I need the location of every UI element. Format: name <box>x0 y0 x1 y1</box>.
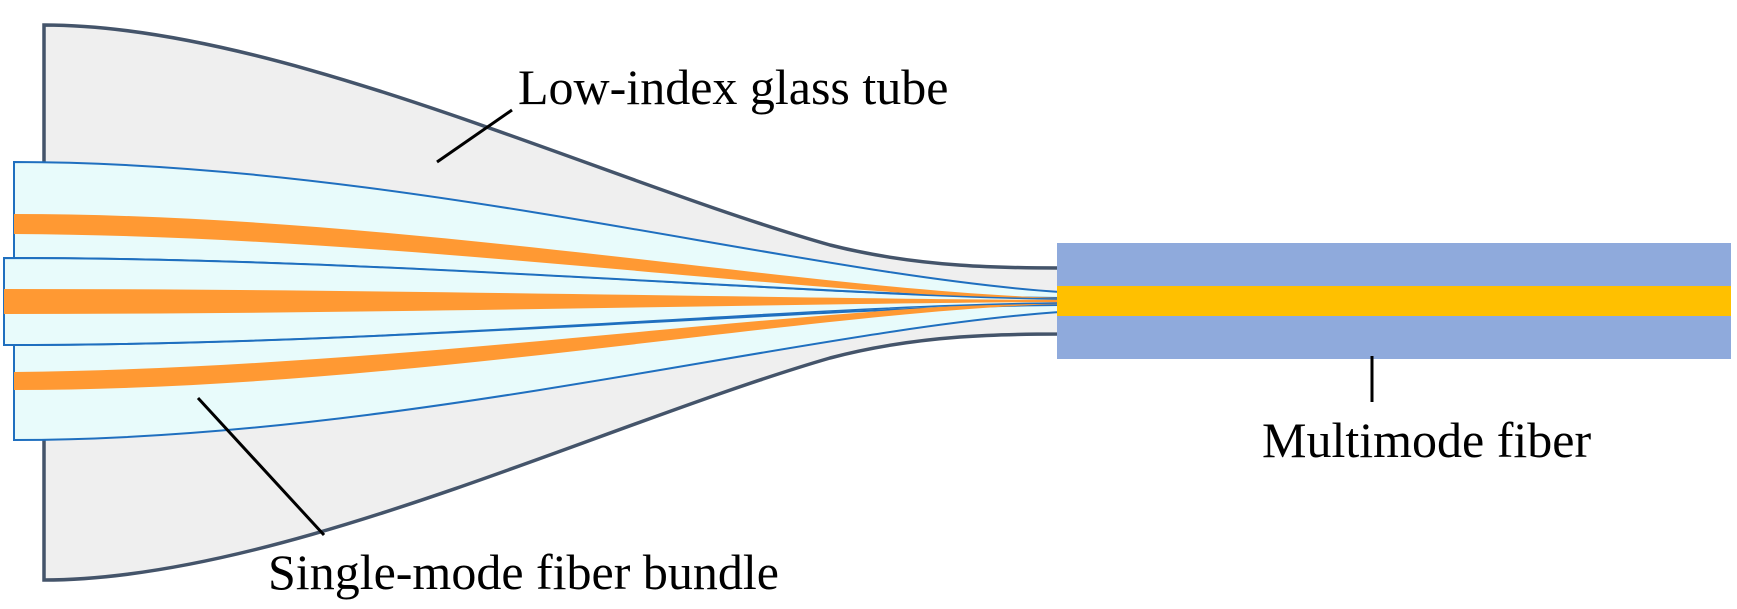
tube-leader-line <box>436 108 513 164</box>
fiber-boundary-lines <box>13 257 1061 346</box>
tube-label: Low-index glass tube <box>518 59 948 115</box>
fiber-core-top <box>14 214 1060 300</box>
fiber-core-center <box>4 289 1060 314</box>
multimode-fiber <box>1057 243 1731 359</box>
mmf-label: Multimode fiber <box>1262 412 1591 468</box>
multimode-fiber-core <box>1057 286 1731 316</box>
bundle-label: Single-mode fiber bundle <box>268 544 779 600</box>
single-mode-fiber-bundle <box>3 160 1061 442</box>
fiber-core-bottom <box>14 302 1060 390</box>
bundle-leader-line <box>196 396 326 537</box>
